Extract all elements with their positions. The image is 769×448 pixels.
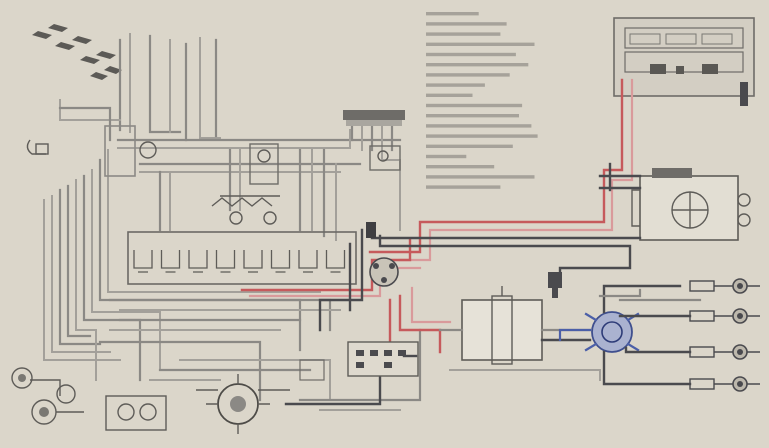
alternator [438, 286, 601, 381]
legend-line [426, 32, 501, 36]
spark-plug [689, 376, 760, 392]
legend-line [426, 124, 532, 128]
fuse [243, 250, 263, 273]
top-center-connector [343, 110, 405, 126]
fuse-box [127, 231, 357, 285]
legend-line [426, 22, 507, 26]
legend-line [426, 175, 535, 179]
spark-plug-leads [598, 284, 702, 386]
legend-line [426, 52, 516, 57]
gray-harness [43, 33, 422, 411]
legend [426, 12, 538, 189]
regulator-cluster [347, 222, 419, 377]
fuse [270, 250, 291, 273]
spark-plug [689, 278, 760, 294]
fuse [188, 250, 208, 273]
legend-line [426, 134, 538, 138]
legend-line [426, 114, 519, 118]
legend-line [426, 165, 495, 169]
starter-motor [631, 168, 751, 241]
legend-line [426, 154, 467, 159]
legend-line [426, 12, 479, 16]
fuse [325, 250, 346, 273]
legend-line [426, 144, 513, 148]
bottom-components [11, 272, 562, 434]
spark-plugs [689, 278, 760, 392]
legend-line [426, 73, 510, 77]
spark-plug [689, 344, 760, 360]
fuse [133, 250, 153, 273]
legend-line [426, 83, 485, 87]
legend-line [426, 42, 535, 46]
legend-line [426, 103, 523, 108]
spark-plug [689, 308, 760, 324]
top-right-connector-block [613, 17, 755, 106]
top-left-connectors [26, 24, 122, 155]
legend-line [426, 93, 473, 97]
fuse [298, 250, 318, 273]
legend-line [426, 63, 529, 67]
distributor [558, 311, 640, 353]
left-components [104, 125, 401, 225]
legend-line [426, 185, 501, 189]
fuse [215, 250, 236, 273]
power-wires [240, 78, 634, 362]
fuse [160, 250, 181, 273]
